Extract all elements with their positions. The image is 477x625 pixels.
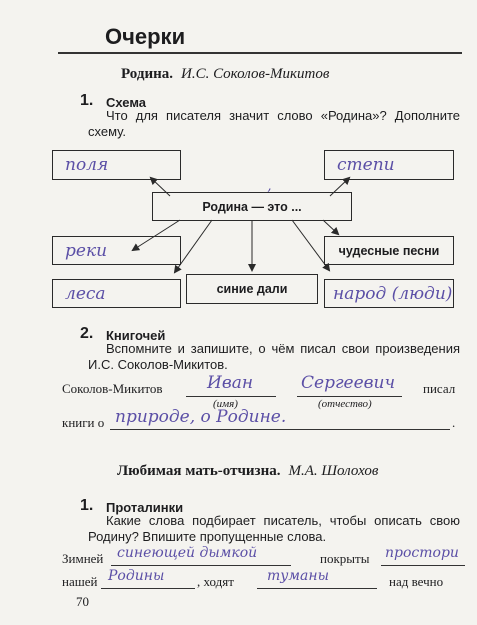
blank-patronymic — [297, 396, 402, 397]
arrow-mid-right — [322, 219, 340, 236]
answer-text: поля — [65, 155, 109, 175]
exercise-number: 1. — [80, 497, 94, 514]
section-heading-otchizna: Любимая мать-отчизна. М.А. Шолохов — [117, 463, 378, 480]
line-end: . — [452, 415, 456, 430]
exercise-instruction: Какие слова подбирает писатель, чтобы оп… — [88, 513, 460, 544]
answer-about: природе, о Родине. — [115, 407, 287, 427]
answer-fill-1: синеющей дымкой — [117, 545, 258, 561]
box-bottom-center: синие дали — [186, 274, 318, 304]
exercise-number: 1. — [80, 92, 94, 109]
answer-patronymic: Сергеевич — [301, 373, 396, 393]
answer-text: реки — [65, 240, 108, 261]
line-mid: покрыты — [320, 551, 370, 566]
line-start: нашей — [62, 574, 98, 589]
line-start: книги о — [62, 415, 105, 430]
exercise-instruction: Вспомните и запишите, о чём писал свои п… — [88, 341, 460, 372]
line-end: писал — [423, 381, 456, 396]
box-top-left: поля — [52, 150, 181, 180]
answer-text: леса — [65, 283, 106, 304]
section-author: И.С. Соколов-Микитов — [180, 66, 330, 82]
arrow-top-right — [329, 176, 351, 197]
answer-text: степи — [337, 155, 395, 175]
arrow-bottom-right — [291, 219, 331, 272]
arrow-mid-left — [131, 219, 181, 252]
exercise-number: 2. — [80, 325, 94, 342]
section-title: Любимая мать-отчизна. — [117, 463, 281, 479]
line-mid: , ходят — [197, 574, 234, 589]
box-label: чудесные песни — [338, 243, 440, 258]
hint-patronymic: (отчество) — [318, 398, 372, 410]
page-title: Очерки — [105, 24, 186, 49]
exercise-name: Книгочей — [106, 328, 166, 343]
answer-fill-3: Родины — [108, 568, 165, 584]
title-rule — [58, 52, 462, 54]
blank-3 — [101, 588, 195, 589]
blank-1 — [111, 565, 291, 566]
box-center: Родина ʼ — это ... — [152, 186, 352, 221]
box-bottom-left: леса — [52, 279, 181, 308]
line-end: над вечно — [389, 574, 444, 589]
answer-text: народ (люди) — [333, 283, 453, 304]
section-heading-rodina: Родина. И.С. Соколов-Микитов — [121, 66, 329, 83]
box-mid-left: реки — [52, 236, 181, 265]
exercise-instruction: Что для писателя значит слово «Родина»? … — [88, 108, 460, 139]
exercise-name: Схема — [106, 95, 147, 110]
blank-2 — [381, 565, 465, 566]
arrow-top-left — [149, 176, 171, 197]
blank-4 — [257, 588, 377, 589]
box-mid-right: чудесные песни — [324, 236, 454, 265]
box-label: синие дали — [216, 282, 288, 296]
box-bottom-right: народ (люди) — [324, 279, 454, 308]
blank-name — [186, 396, 276, 397]
box-top-right: степи — [324, 150, 454, 180]
line-start: Зимней — [62, 551, 104, 566]
section-author: М.А. Шолохов — [288, 463, 379, 479]
exercise-name: Проталинки — [106, 500, 184, 515]
page-number: 70 — [76, 594, 89, 609]
answer-fill-2: простори — [385, 545, 459, 561]
center-label: Родина ʼ — это ... — [202, 186, 302, 214]
answer-fill-4: туманы — [267, 568, 329, 584]
hint-name: (имя) — [213, 398, 238, 410]
section-title: Родина. — [121, 66, 173, 82]
arrow-bottom-left — [173, 219, 213, 274]
line-start: Соколов-Микитов — [62, 381, 163, 396]
answer-name: Иван — [207, 373, 254, 393]
blank-about — [110, 429, 450, 430]
